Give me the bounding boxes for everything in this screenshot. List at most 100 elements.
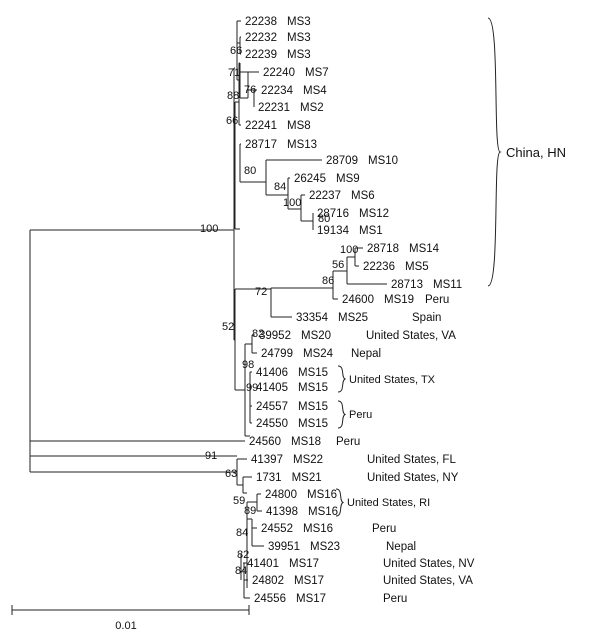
leaf-id: 28716 — [317, 208, 349, 220]
leaf-location: Peru — [383, 593, 407, 605]
brace-us-ri — [335, 488, 345, 517]
bootstrap-value: 76 — [244, 84, 256, 96]
bootstrap-value: 59 — [233, 495, 245, 507]
bootstrap-value: 100 — [340, 244, 358, 256]
leaf-ms: MS7 — [305, 67, 329, 79]
group-label-china: China, HN — [506, 145, 566, 160]
bootstrap-value: 52 — [222, 321, 234, 333]
leaf-id: 28713 — [391, 279, 423, 291]
leaf-id: 22241 — [245, 120, 277, 132]
leaf-id: 24799 — [261, 348, 293, 360]
bootstrap-value: 82 — [252, 328, 264, 340]
leaf-location: Peru — [336, 436, 360, 448]
brace-china — [487, 17, 502, 287]
leaf-id: 22239 — [245, 49, 277, 61]
bootstrap-value: 63 — [225, 468, 237, 480]
group-label-us-ri: United States, RI — [347, 497, 430, 509]
bootstrap-value: 91 — [205, 450, 217, 462]
leaf-ms: MS1 — [359, 225, 383, 237]
bootstrap-value: 86 — [322, 275, 334, 287]
leaf-id: 24557 — [256, 401, 288, 413]
leaf-id: 28709 — [326, 155, 358, 167]
leaf-ms: MS16 — [303, 523, 333, 535]
leaf-ms: MS6 — [351, 190, 375, 202]
bootstrap-value: 84 — [274, 181, 286, 193]
leaf-id: 39951 — [268, 541, 300, 553]
bootstrap-value: 71 — [228, 67, 240, 79]
leaf-ms: MS15 — [298, 401, 328, 413]
leaf-ms: MS8 — [287, 120, 311, 132]
leaf-ms: MS2 — [300, 102, 324, 114]
leaf-id: 41398 — [266, 506, 298, 518]
bootstrap-value: 99 — [246, 382, 258, 394]
leaf-ms: MS16 — [308, 506, 338, 518]
bootstrap-value: 82 — [237, 549, 249, 561]
leaf-ms: MS22 — [293, 454, 323, 466]
leaf-ms: MS13 — [287, 139, 317, 151]
leaf-id: 24560 — [249, 436, 281, 448]
leaf-ms: MS3 — [287, 49, 311, 61]
group-label-peru: Peru — [349, 409, 372, 421]
leaf-id: 22238 — [245, 16, 277, 28]
leaf-id: 22231 — [258, 102, 290, 114]
bootstrap-values: 6671768866808410080100100568672528298999… — [200, 45, 358, 577]
leaf-ms: MS17 — [296, 593, 326, 605]
bootstrap-value: 72 — [255, 286, 267, 298]
leaf-ms: MS3 — [287, 16, 311, 28]
leaf-id: 1731 — [256, 472, 282, 484]
leaf-location: Peru — [425, 294, 449, 306]
leaf-ms: MS14 — [409, 243, 440, 255]
leaf-id: 41405 — [256, 382, 288, 394]
bootstrap-value: 89 — [244, 505, 256, 517]
leaf-id: 26245 — [294, 173, 326, 185]
leaf-id: 24556 — [254, 593, 286, 605]
leaf-id: 41397 — [251, 454, 283, 466]
leaf-ms: MS23 — [310, 541, 340, 553]
tree-branches — [29, 20, 387, 599]
leaf-id: 19134 — [317, 225, 350, 237]
leaf-location: United States, NY — [367, 472, 459, 484]
leaf-id: 22240 — [263, 67, 295, 79]
leaf-id: 39952 — [259, 330, 291, 342]
leaf-id: 24600 — [342, 294, 374, 306]
leaf-id: 24550 — [256, 418, 288, 430]
leaf-location: United States, FL — [367, 454, 456, 466]
bootstrap-value: 66 — [226, 115, 238, 127]
leaf-id: 22234 — [261, 85, 294, 97]
leaf-id: 33354 — [296, 312, 329, 324]
leaf-ms: MS9 — [336, 173, 360, 185]
leaf-location: Peru — [372, 523, 396, 535]
brace-us-tx — [337, 365, 347, 393]
leaf-location: United States, VA — [366, 330, 456, 342]
leaf-ms: MS16 — [307, 489, 337, 501]
leaf-location: United States, VA — [383, 575, 473, 587]
leaf-id: 24552 — [261, 523, 293, 535]
leaf-location: United States, NV — [383, 558, 475, 570]
leaf-ms: MS17 — [294, 575, 324, 587]
leaf-id: 28717 — [245, 139, 277, 151]
leaf-id: 41406 — [256, 367, 288, 379]
leaf-location: Nepal — [351, 348, 381, 360]
bootstrap-value: 88 — [227, 90, 239, 102]
leaf-ms: MS4 — [303, 85, 327, 97]
bootstrap-value: 84 — [235, 565, 247, 577]
leaf-ms: MS12 — [359, 208, 389, 220]
leaf-id: 28718 — [367, 243, 399, 255]
leaf-ms: MS25 — [338, 312, 368, 324]
bootstrap-value: 80 — [244, 165, 256, 177]
leaf-ms: MS3 — [287, 32, 311, 44]
leaf-location: Spain — [412, 312, 441, 324]
leaf-ms: MS17 — [289, 558, 319, 570]
leaf-ms: MS15 — [298, 367, 328, 379]
leaf-id: 22236 — [363, 261, 395, 273]
scale-bar-label: 0.01 — [115, 620, 136, 632]
group-label-us-tx: United States, TX — [349, 374, 436, 386]
bootstrap-value: 100 — [200, 223, 218, 235]
leaf-id: 22237 — [309, 190, 341, 202]
leaf-ms: MS19 — [384, 294, 414, 306]
bootstrap-value: 66 — [230, 45, 242, 57]
leaf-id: 41401 — [247, 558, 279, 570]
